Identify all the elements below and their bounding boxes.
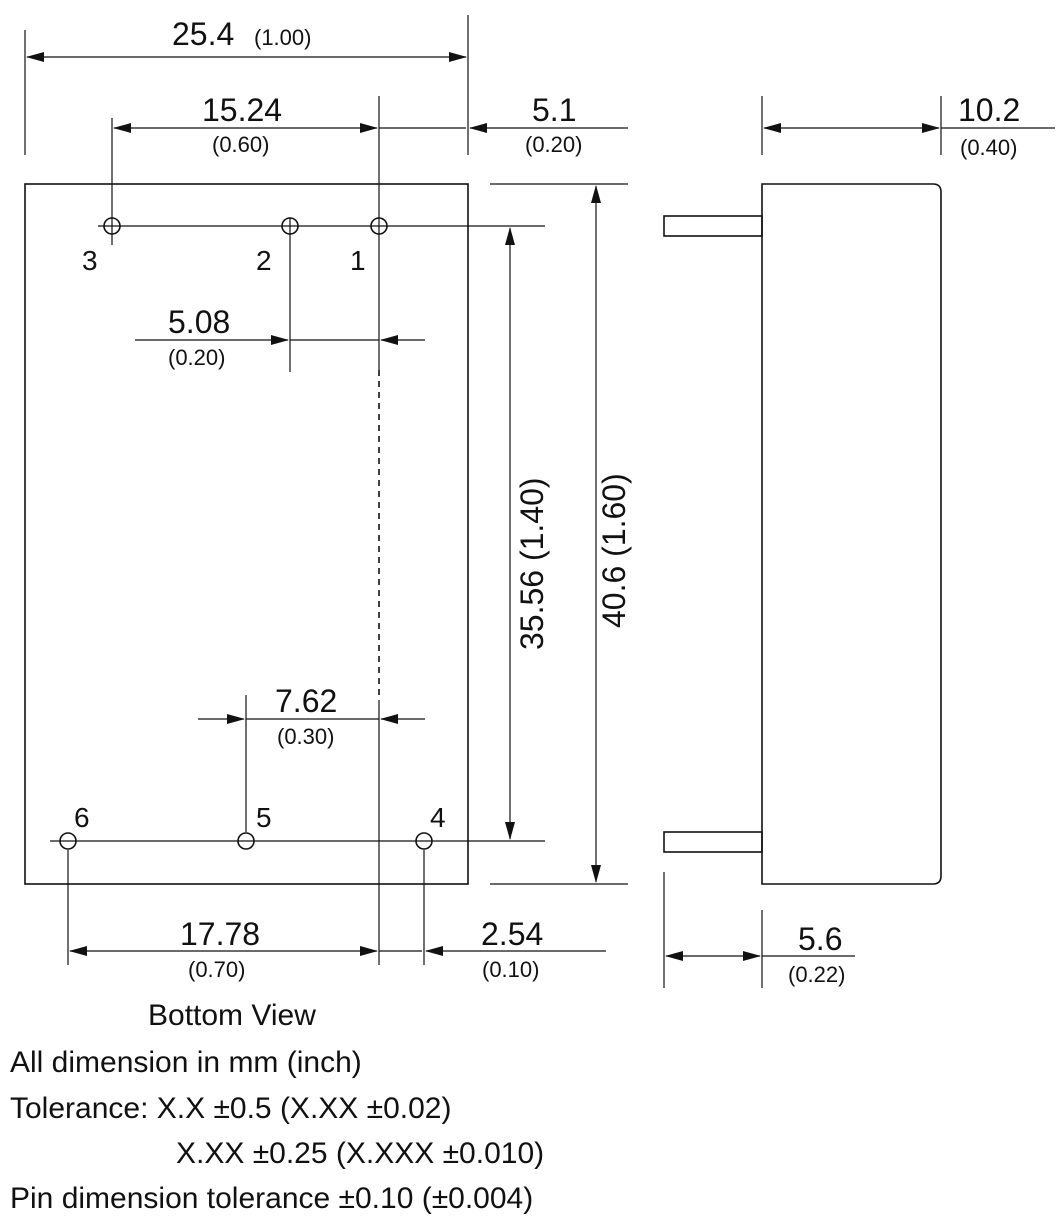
pin-5-label: 5	[256, 802, 272, 833]
dim-height-in: (0.40)	[960, 135, 1017, 160]
view-label: Bottom View	[148, 999, 316, 1032]
dim-overall-width-in: (1.00)	[254, 25, 311, 50]
dim-pin4-offset-in: (0.10)	[482, 957, 539, 982]
pin-6-label: 6	[74, 802, 90, 833]
dim-pin6-axis-mm: 17.78	[180, 916, 260, 952]
dim-pin-row-spacing-label: 35.56 (1.40)	[514, 477, 550, 650]
module-outline-bottom	[24, 183, 469, 885]
dim-pin2-pin1-in: (0.20)	[168, 345, 225, 370]
dim-pin5-axis-mm: 7.62	[275, 683, 337, 719]
dim-pin6-axis-in: (0.70)	[188, 957, 245, 982]
side-view: 10.2 (0.40) 5.6 (0.22)	[663, 92, 1055, 988]
pin-4-label: 4	[430, 802, 446, 833]
pin-4	[415, 832, 433, 850]
dim-overall-width-mm: 25.4	[172, 16, 234, 52]
pin-3-label: 3	[82, 245, 98, 276]
note-pin-tolerance: Pin dimension tolerance ±0.10 (±0.004)	[10, 1182, 533, 1215]
note-tolerance-2: X.XX ±0.25 (X.XXX ±0.010)	[176, 1137, 544, 1170]
note-units: All dimension in mm (inch)	[10, 1046, 362, 1079]
dim-overall-length-label: 40.6 (1.60)	[596, 473, 632, 628]
module-outline-side	[761, 183, 942, 885]
dim-height-mm: 10.2	[958, 92, 1020, 128]
dim-pin3-pin1-in: (0.60)	[212, 132, 269, 157]
dim-pin5-axis-in: (0.30)	[277, 724, 334, 749]
notes: All dimension in mm (inch) Tolerance: X.…	[10, 1046, 544, 1215]
pin-1-label: 1	[350, 245, 366, 276]
dim-pin1-edge-mm: 5.1	[532, 92, 576, 128]
dim-pin1-edge-in: (0.20)	[525, 132, 582, 157]
note-tolerance-1: Tolerance: X.X ±0.5 (X.XX ±0.02)	[10, 1092, 451, 1125]
pin-5	[237, 832, 255, 850]
pin-6	[59, 832, 77, 850]
side-pin-bottom	[663, 831, 763, 853]
side-pin-top	[663, 215, 763, 237]
dim-pin4-offset-mm: 2.54	[481, 916, 543, 952]
dim-pin-length-in: (0.22)	[788, 962, 845, 987]
pin-2-label: 2	[256, 245, 272, 276]
dim-pin2-pin1-mm: 5.08	[168, 304, 230, 340]
dim-pin3-pin1-mm: 15.24	[202, 92, 282, 128]
bottom-view: 3 2 1 6 5 4 25.4 (1.00) 15.24 (0.60) 5.1…	[24, 15, 632, 1032]
dim-pin-length-mm: 5.6	[798, 921, 842, 957]
